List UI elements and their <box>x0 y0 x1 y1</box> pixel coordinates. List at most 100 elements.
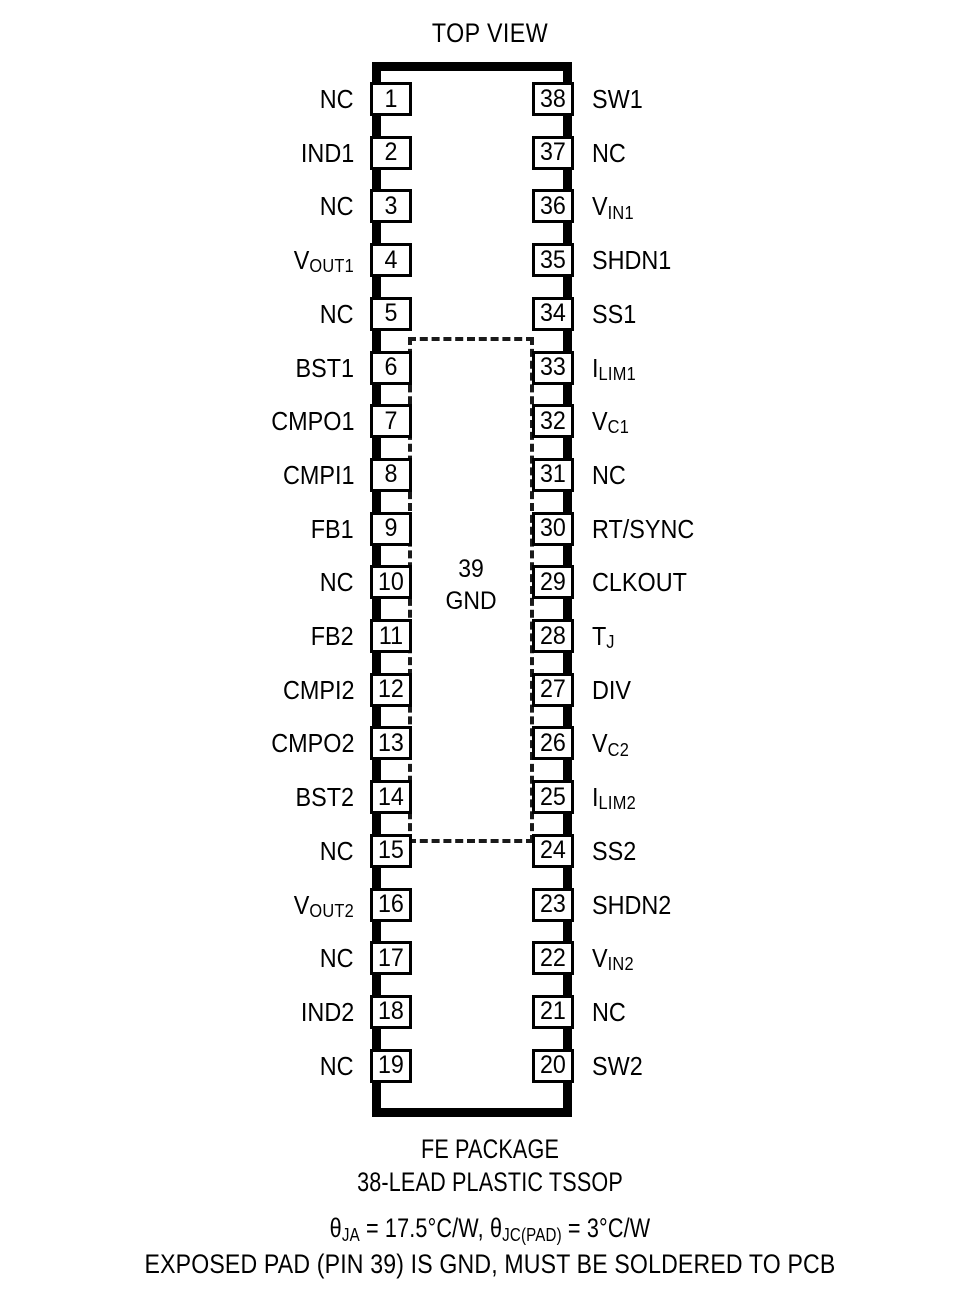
pin-number-box: 8 <box>370 457 412 492</box>
pin-number-box: 19 <box>370 1048 412 1083</box>
pin-number-box: 11 <box>370 619 412 653</box>
pin-label: VOUT2 <box>293 889 354 921</box>
exposed-pad-outline: 39 GND <box>408 337 534 843</box>
pin-number: 6 <box>384 353 398 381</box>
exposed-pad-label: 39 GND <box>417 553 526 617</box>
pin-row: VOUT2 16 <box>40 887 412 922</box>
pin-label: CMPI1 <box>282 459 354 490</box>
pin-number: 30 <box>540 514 566 543</box>
pin-row: 26 VC2 <box>532 726 952 761</box>
pin-number: 9 <box>384 514 398 543</box>
pin-number-box: 35 <box>532 243 574 278</box>
pin-number-box: 12 <box>370 672 412 707</box>
pin-row: 20 SW2 <box>532 1048 952 1083</box>
pin-label: VIN1 <box>592 191 634 223</box>
pin-number: 3 <box>384 191 398 220</box>
pin-number-box: 1 <box>370 82 412 116</box>
pin-number-box: 37 <box>532 135 574 170</box>
theta-jc-subscript: JC(PAD) <box>502 1224 562 1246</box>
caption-package-name: FE PACKAGE <box>420 1134 560 1164</box>
pin-label: NC <box>320 298 354 329</box>
theta-jc-symbol: θ <box>489 1213 503 1243</box>
pin-label: VOUT1 <box>293 245 354 277</box>
exposed-pad-net: GND <box>445 587 497 615</box>
pin-label-subscript: OUT2 <box>309 900 354 921</box>
pin-number: 35 <box>540 245 566 274</box>
theta-ja-value: = 17.5°C/W, <box>359 1213 490 1243</box>
pin-row: BST2 14 <box>40 780 412 815</box>
pin-number: 34 <box>540 299 566 328</box>
pin-label: NC <box>320 84 354 114</box>
pin-number-box: 3 <box>370 189 412 224</box>
pin-number-box: 16 <box>370 887 412 922</box>
pin-number: 19 <box>378 1051 404 1080</box>
pin-label: CLKOUT <box>592 567 687 598</box>
pin-number: 14 <box>378 782 404 811</box>
pin-label: TJ <box>592 621 615 653</box>
pin-number-box: 13 <box>370 726 412 761</box>
pin-number-box: 6 <box>370 350 412 385</box>
pin-label: CMPO1 <box>270 406 354 437</box>
pin-label-subscript: IN1 <box>607 202 634 223</box>
pin-label: NC <box>320 1050 354 1081</box>
pin-label: IND2 <box>300 996 354 1027</box>
pin-number: 20 <box>540 1051 566 1080</box>
pin-number: 21 <box>540 997 566 1026</box>
exposed-pad-number: 39 <box>458 555 484 583</box>
pin-label: BST2 <box>295 782 354 813</box>
pin-label: SS2 <box>592 835 637 866</box>
pin-label: NC <box>592 996 626 1027</box>
pin-label: SS1 <box>592 298 637 329</box>
pin-label-subscript: C1 <box>607 417 630 438</box>
pin-label: VC1 <box>592 406 630 438</box>
pin-number-box: 36 <box>532 189 574 224</box>
pin-number: 12 <box>378 675 404 704</box>
pin-number-box: 14 <box>370 780 412 815</box>
pin-row: 33 ILIM1 <box>532 350 952 385</box>
pin-number-box: 7 <box>370 404 412 439</box>
pin-row: 34 SS1 <box>532 296 952 331</box>
pin-label-subscript: OUT1 <box>309 256 354 277</box>
pin-number: 37 <box>540 138 566 167</box>
pin-row: NC 1 <box>40 82 412 116</box>
pin-label: SW1 <box>592 84 643 114</box>
pin-number: 27 <box>540 675 566 704</box>
pin-number: 25 <box>540 782 566 811</box>
pin-number: 36 <box>540 191 566 220</box>
pin-number-box: 24 <box>532 833 574 868</box>
pin-row: CMPO2 13 <box>40 726 412 761</box>
pin-number-box: 28 <box>532 619 574 653</box>
pin-label: NC <box>320 835 354 866</box>
pin-label: SW2 <box>592 1050 643 1081</box>
pin-number: 8 <box>384 460 398 489</box>
pin-number: 26 <box>540 728 566 757</box>
pin-number: 33 <box>540 353 566 381</box>
pin-label: ILIM1 <box>592 352 636 384</box>
pin-label-subscript: LIM2 <box>598 793 636 814</box>
pin-number-box: 23 <box>532 887 574 922</box>
pin-number-box: 32 <box>532 404 574 439</box>
pin-number: 2 <box>384 138 398 167</box>
pin-label-subscript: J <box>606 632 615 653</box>
pin-number: 23 <box>540 890 566 918</box>
pin-label: NC <box>320 943 354 974</box>
pin-number: 11 <box>378 621 404 650</box>
pin-number: 10 <box>378 567 404 596</box>
pin-number-box: 15 <box>370 833 412 868</box>
pin-label: NC <box>592 459 626 490</box>
caption-package-type: 38-LEAD PLASTIC TSSOP <box>357 1167 623 1197</box>
pin-label: CMPO2 <box>270 728 354 759</box>
pin-label: VC2 <box>592 728 630 760</box>
pin-label: BST1 <box>295 352 354 383</box>
